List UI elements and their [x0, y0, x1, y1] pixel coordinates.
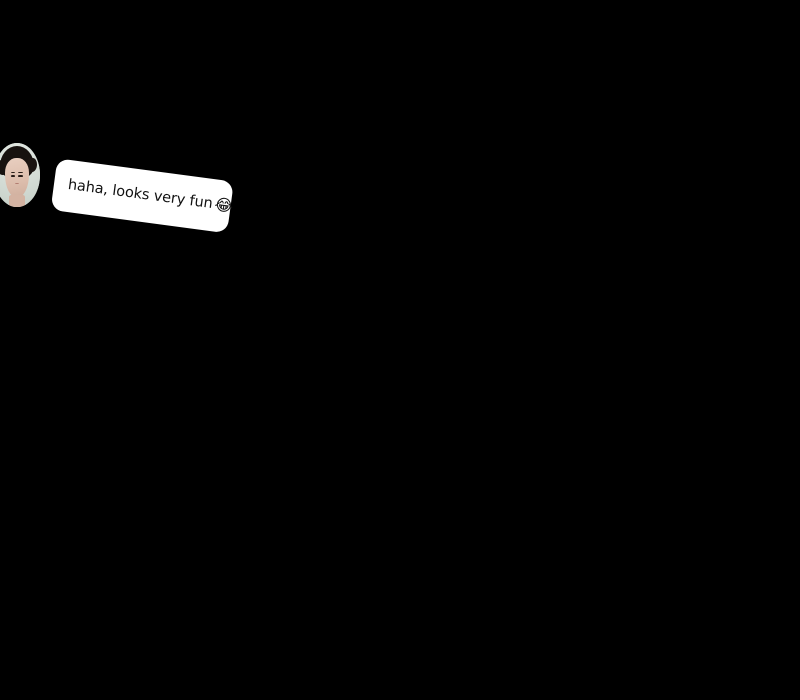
chat-message-text: haha, looks very fun😂: [67, 177, 234, 216]
avatar-face-shape: [4, 158, 30, 199]
avatar-neck-shape: [8, 195, 26, 207]
user-avatar-photo[interactable]: [0, 143, 40, 207]
face-with-tears-of-joy-icon: 😂: [213, 194, 235, 217]
avatar-eyebrow-right: [18, 172, 23, 174]
avatar-photo-backdrop: [0, 143, 40, 207]
avatar-mouth: [15, 182, 19, 185]
chat-message-row: haha, looks very fun😂: [0, 130, 260, 250]
chat-message-bubble[interactable]: haha, looks very fun😂: [50, 158, 234, 234]
avatar-eye-right: [18, 174, 23, 177]
avatar-eye-left: [11, 174, 16, 177]
avatar-eyebrow-left: [10, 172, 16, 174]
chat-message-body: haha, looks very fun: [66, 177, 214, 213]
